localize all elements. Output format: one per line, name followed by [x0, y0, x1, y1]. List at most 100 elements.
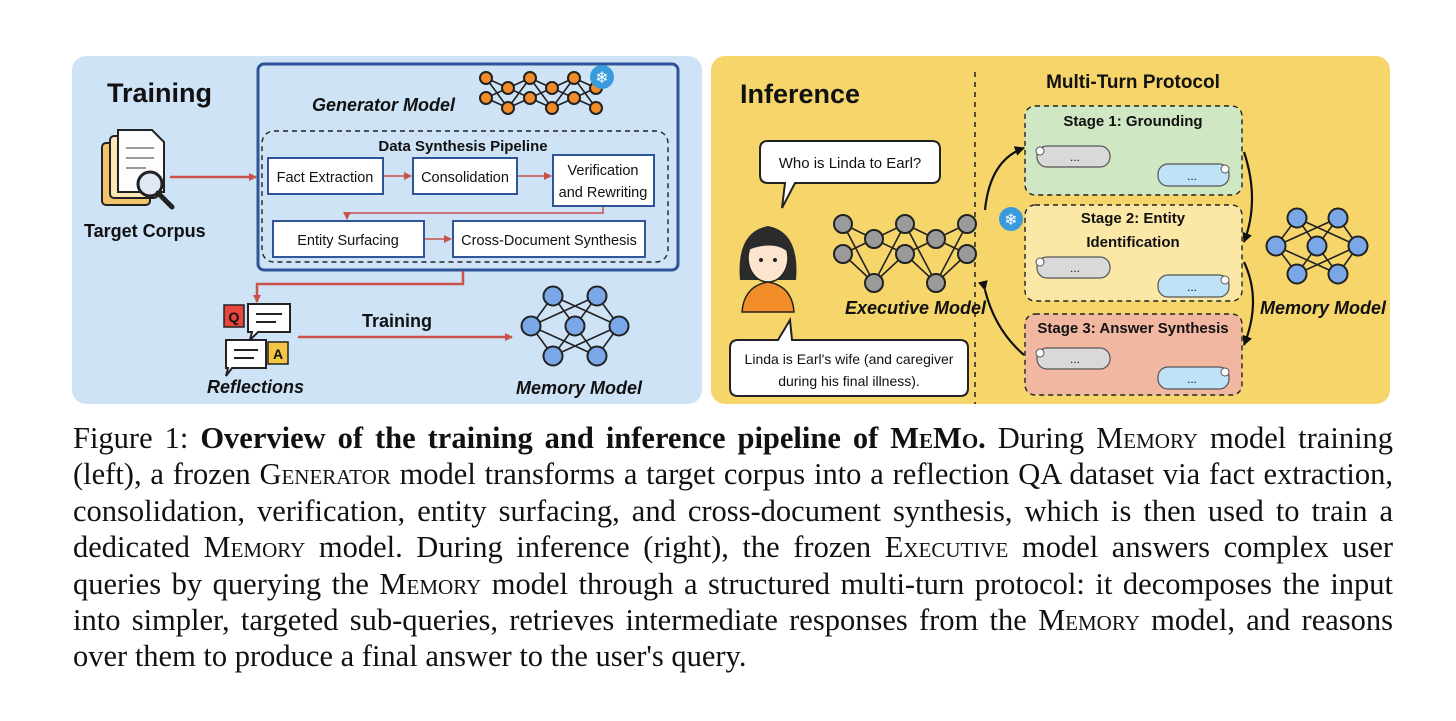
network-node [833, 214, 853, 234]
network-node [926, 229, 946, 249]
stage3-label: Stage 3: Answer Synthesis [1037, 320, 1228, 337]
stage2-query-pill: ... [1035, 256, 1111, 279]
network-node [864, 229, 884, 249]
stage3-to-exec-arrow [977, 280, 1025, 356]
network-node [1327, 263, 1349, 285]
network-node [1327, 207, 1349, 229]
ellipsis: ... [1070, 352, 1080, 366]
step-consolidation [412, 157, 518, 195]
ellipsis: ... [1187, 280, 1197, 294]
network-edge [904, 223, 937, 284]
ellipsis: ... [1187, 372, 1197, 386]
training-arrow-label: Training [362, 311, 432, 331]
target-corpus-label: Target Corpus [84, 221, 206, 241]
step-fact-extraction [267, 157, 384, 195]
network-node [501, 81, 515, 95]
network-edge [1275, 217, 1339, 247]
pipeline-box [261, 130, 669, 263]
network-node [523, 91, 537, 105]
memory-network-icon-right [1265, 207, 1369, 285]
network-node [545, 101, 559, 115]
network-node [542, 285, 564, 307]
executive-snowflake-icon: ❄ [999, 207, 1023, 231]
inference-title: Inference [740, 79, 860, 109]
stage3-query-pill: ... [1035, 347, 1111, 370]
ellipsis: ... [1070, 150, 1080, 164]
caption-label: Figure 1: [73, 421, 189, 455]
memory-model-label-left: Memory Model [516, 378, 643, 398]
step-verification [552, 154, 655, 207]
memory-model-label-right: Memory Model [1260, 298, 1387, 318]
stage1-response-pill: ... [1157, 163, 1230, 187]
snowflake-icon: ❄ [590, 65, 614, 89]
network-edge [935, 223, 968, 284]
ellipsis: ... [1070, 261, 1080, 275]
caption-bold-title: Overview of the training and inference p… [200, 421, 986, 455]
answer-line2: during his final illness). [778, 373, 920, 389]
protocol-title: Multi-Turn Protocol [1046, 72, 1220, 93]
user-avatar-icon [739, 226, 797, 313]
network-node [542, 345, 564, 367]
step-verification-line1: Verification [568, 163, 639, 179]
network-node [1347, 235, 1369, 257]
stage1-label: Stage 1: Grounding [1063, 113, 1202, 130]
network-node [479, 91, 493, 105]
network-node [1286, 207, 1308, 229]
step-entity-surfacing [272, 220, 425, 258]
user-query-text: Who is Linda to Earl? [779, 155, 922, 172]
svg-text:❄: ❄ [1004, 210, 1017, 229]
overview-figure: Training Target Corpus Generator Model ❄… [72, 56, 1390, 404]
network-edge [842, 223, 875, 284]
executive-network-icon [833, 214, 977, 293]
network-node [926, 273, 946, 293]
generator-network-icon [479, 71, 603, 115]
step-entity-surfacing-label: Entity Surfacing [297, 233, 399, 249]
step-cross-document-label: Cross-Document Synthesis [461, 233, 637, 249]
stage2-to-stage3-arrow [1242, 261, 1255, 346]
figure-caption: Figure 1: Overview of the training and i… [73, 421, 1394, 674]
stage3-response-pill: ... [1157, 366, 1230, 390]
a-letter: A [273, 346, 283, 362]
network-node [957, 244, 977, 264]
network-node [523, 71, 537, 85]
reflections-qa-icon: Q A [223, 303, 291, 377]
network-node [501, 101, 515, 115]
network-node [545, 81, 559, 95]
network-node [608, 315, 630, 337]
stage1-query-pill: ... [1035, 145, 1111, 168]
stage2-line2: Identification [1086, 234, 1179, 251]
network-node [520, 315, 542, 337]
target-corpus-icon [101, 129, 175, 210]
network-edge [530, 295, 598, 327]
pipeline-title: Data Synthesis Pipeline [378, 138, 547, 155]
network-node [864, 273, 884, 293]
network-edge [873, 223, 906, 284]
step-verification-line2: and Rewriting [559, 185, 648, 201]
executive-model-label: Executive Model [845, 298, 987, 318]
network-node [833, 244, 853, 264]
network-node [479, 71, 493, 85]
network-edge [1296, 245, 1359, 275]
step-consolidation-label: Consolidation [421, 170, 509, 186]
svg-text:❄: ❄ [595, 68, 608, 87]
network-node [567, 91, 581, 105]
network-node [895, 244, 915, 264]
network-node [589, 101, 603, 115]
generator-to-reflections-arrow [253, 271, 465, 303]
network-node [564, 315, 586, 337]
user-query-bubble [759, 140, 941, 209]
q-letter: Q [229, 309, 240, 325]
step-fact-extraction-label: Fact Extraction [277, 170, 374, 186]
stage2-line1: Stage 2: Entity [1081, 210, 1186, 227]
network-node [586, 345, 608, 367]
answer-line1: Linda is Earl's wife (and caregiver [745, 351, 954, 367]
stage2-response-pill: ... [1157, 274, 1230, 298]
ellipsis: ... [1187, 169, 1197, 183]
network-node [586, 285, 608, 307]
network-node [1286, 263, 1308, 285]
inference-panel: Inference Multi-Turn Protocol Who is Lin… [711, 56, 1390, 404]
network-node [895, 214, 915, 234]
answer-bubble [729, 316, 969, 397]
reflections-label: Reflections [207, 377, 304, 397]
stage1-to-stage2-arrow [1242, 151, 1254, 243]
